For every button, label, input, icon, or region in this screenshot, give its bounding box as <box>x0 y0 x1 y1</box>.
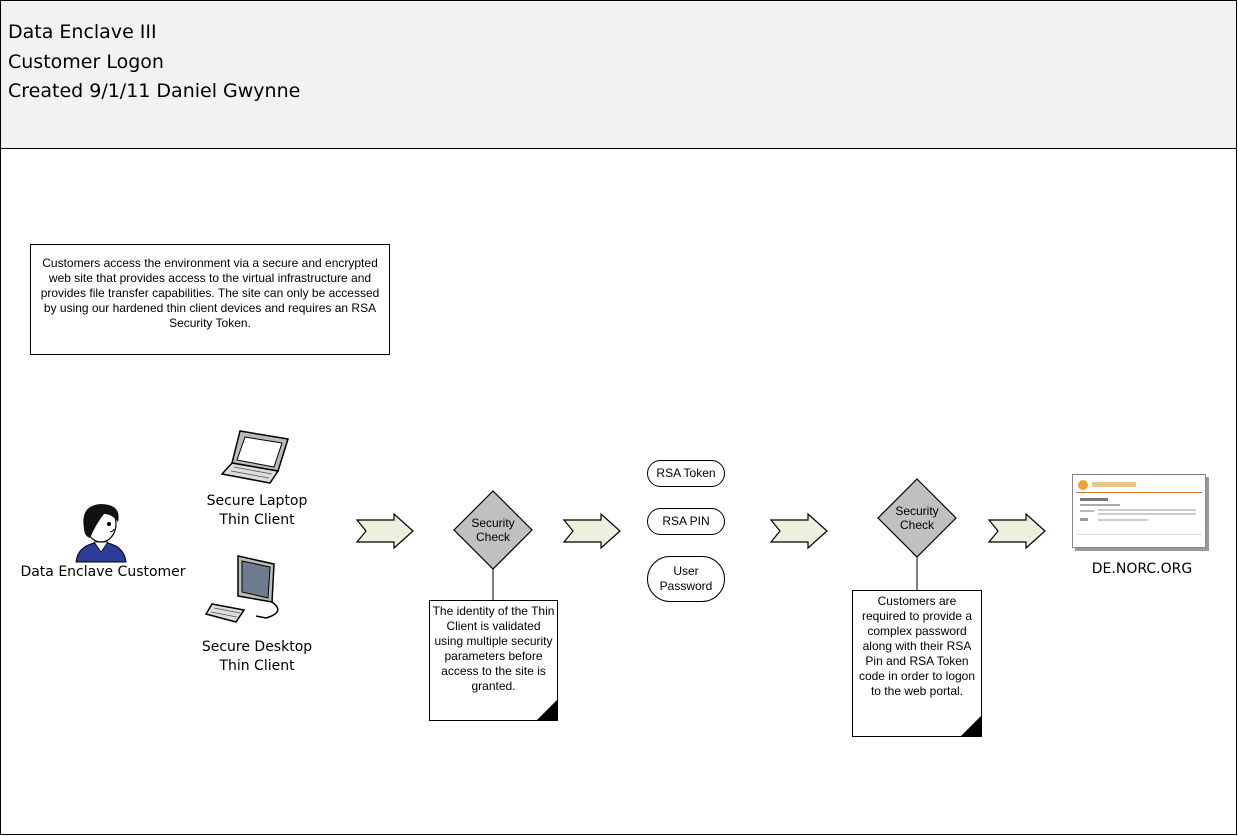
rsa-pin-pill: RSA PIN <box>647 508 725 535</box>
flow-arrow-1 <box>355 512 414 550</box>
portal-label: DE.NORC.ORG <box>1091 561 1193 577</box>
created-by-line: Created 9/1/11 Daniel Gwynne <box>8 80 301 102</box>
security-check-1-note: The identity of the Thin Client is valid… <box>429 600 558 721</box>
header-panel: Data Enclave III Customer Logon Created … <box>0 0 1237 149</box>
customer-label: Data Enclave Customer <box>20 564 186 580</box>
desktop-label-line1: Secure Desktop <box>201 639 313 655</box>
diagram-title: Data Enclave III <box>8 21 157 43</box>
person-icon <box>75 504 127 563</box>
flow-arrow-3 <box>769 512 828 550</box>
rsa-token-pill: RSA Token <box>647 460 725 487</box>
flow-arrow-2 <box>562 512 621 550</box>
connector-line-1 <box>492 569 494 601</box>
laptop-label-line1: Secure Laptop <box>206 493 308 509</box>
web-page-thumbnail-icon <box>1072 474 1209 551</box>
connector-line-2 <box>916 557 918 591</box>
security-check-2-note: Customers are required to provide a comp… <box>852 590 982 737</box>
intro-text-box: Customers access the environment via a s… <box>30 244 390 355</box>
diagram-subtitle: Customer Logon <box>8 51 164 73</box>
desktop-computer-icon <box>204 555 279 623</box>
desktop-label-line2: Thin Client <box>219 658 295 674</box>
laptop-label-line2: Thin Client <box>219 512 295 528</box>
laptop-icon <box>220 430 289 484</box>
flow-arrow-4 <box>987 512 1046 550</box>
